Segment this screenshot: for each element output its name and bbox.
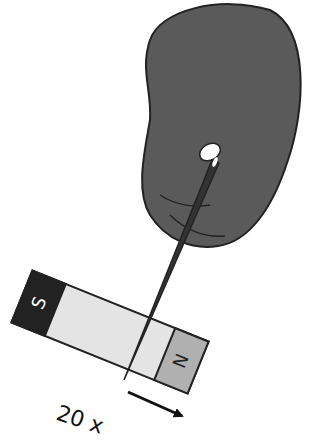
repeat-count: 20 x	[54, 402, 106, 438]
needle-eye	[211, 157, 218, 168]
needle	[124, 160, 219, 380]
thumbnail	[196, 140, 223, 165]
finger-line	[170, 215, 225, 236]
bar-magnet	[11, 270, 208, 393]
hand	[142, 4, 301, 247]
stroke-arrow	[128, 392, 182, 416]
